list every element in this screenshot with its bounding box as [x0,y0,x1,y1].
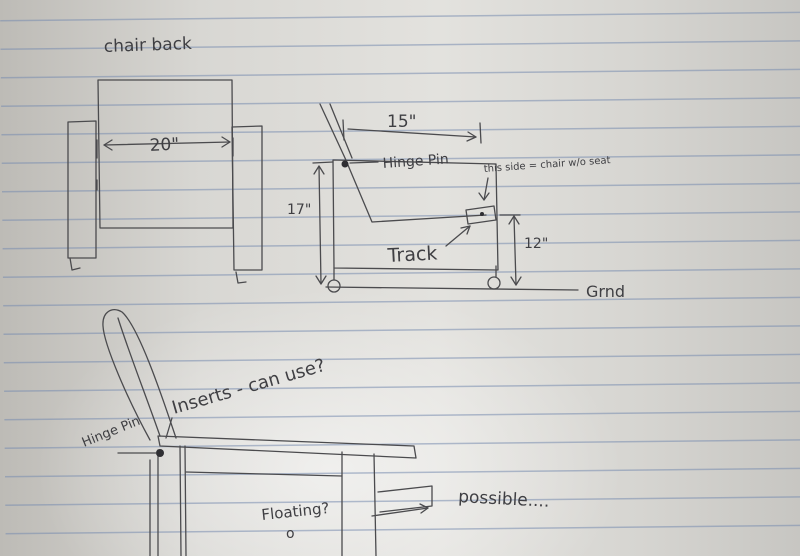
dim-12-arrow-bottom [510,276,522,286]
this-side-arrow [483,177,489,201]
dim-15-right-tick [479,122,482,144]
ground-label: Grnd [586,282,625,301]
perspective-chair-drawing: Hinge Pin Inserts - can use? Floating? o… [80,309,550,556]
dim-20-arrow-left [103,139,113,151]
chair-back-label: chair back [103,34,192,57]
height-12-label: 12" [524,236,548,252]
inserts-leader [165,417,173,439]
dim-15-arrow-right [466,131,477,142]
this-side-arrowhead [478,192,490,201]
wheel-left [327,279,341,293]
dim-17-line [318,165,322,285]
hinge-pin-dot-bottom [156,449,164,457]
dim-17-arrow-top [313,165,325,175]
dim-20-arrow-right [221,136,231,148]
armrest-top [157,435,417,459]
right-leg [231,125,263,271]
floating-mark: o [286,526,295,542]
dim-20-line [103,141,231,146]
possible-arrowhead [419,503,429,514]
track-dot [480,212,484,216]
hinge-pin-leader [349,161,379,164]
hinge-pin-dot [341,160,349,168]
back-upper [329,103,353,159]
inserts-label: Inserts - can use? [170,355,328,419]
track-arrowhead [460,225,471,235]
wheel-right [487,276,501,290]
left-leg [67,120,97,259]
reclining-back [319,103,487,223]
left-leg-foot [69,257,81,271]
this-side-note: this side = chair w/o seat [483,155,610,175]
height-17-label: 17" [287,202,311,218]
chair-backrest-inner [117,317,161,437]
frame-box [332,159,499,271]
side-view-drawing: 15" Hinge Pin this side = chair w/o seat… [287,103,625,301]
rear-right-post [373,453,377,556]
dim-17-top-tick [312,161,334,164]
width-15-label: 15" [387,112,416,132]
chair-backrest [102,309,177,441]
floating-label: Floating? [261,499,331,524]
right-leg-foot [235,271,247,284]
dim-15-line [347,128,477,138]
hinge-pin-label-top: Hinge Pin [382,151,449,172]
possible-panel [377,485,433,513]
track-block [465,205,497,225]
side-rail [185,471,343,477]
front-left-post-inner [184,445,187,556]
track-label: Track [386,242,438,267]
dim-12-line [513,215,517,286]
possible-label: possible.... [458,487,550,512]
dim-12-arrow-top [508,215,520,225]
dim-17-arrow-bottom [315,275,327,285]
front-left-post [179,445,182,556]
track-leader [445,225,471,247]
chair-back-drawing: chair back 20" [67,34,263,284]
hinge-pin-label-bottom: Hinge Pin [80,414,143,451]
possible-leader [371,507,429,517]
ground-line [325,286,579,291]
width-20-label: 20" [149,134,179,156]
